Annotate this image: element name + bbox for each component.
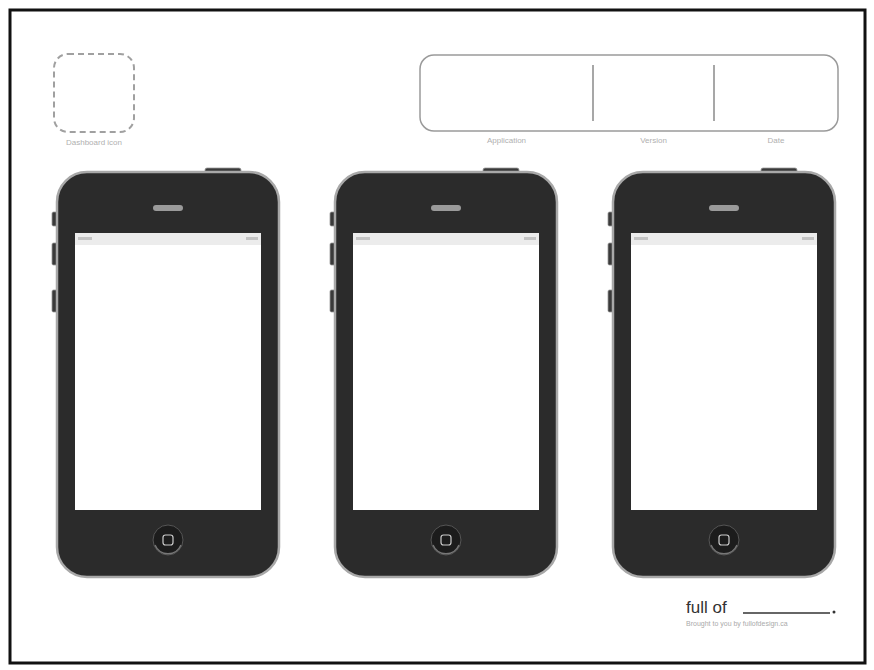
phone-body (57, 172, 279, 577)
iphone-illustration (52, 168, 279, 577)
home-button-shine (711, 545, 737, 554)
status-bar (75, 233, 261, 245)
battery-mark (524, 237, 536, 240)
application-field: Application (420, 55, 593, 131)
dashed-outline (53, 53, 135, 133)
speaker-slot (709, 205, 739, 211)
battery-mark (802, 237, 814, 240)
phone-screen (75, 233, 261, 510)
brand-wordmark: full of (686, 598, 727, 618)
home-button-shine (433, 545, 459, 554)
iphone-illustration (608, 168, 835, 577)
blank-line (743, 612, 830, 614)
phone-screen (631, 233, 817, 510)
field-divider (420, 55, 593, 131)
home-square (441, 535, 451, 545)
field-caption: Version (573, 136, 734, 145)
info-bar (420, 55, 838, 131)
full-stop-dot (833, 611, 836, 614)
divider-line (592, 65, 594, 121)
sheet-border (10, 10, 865, 663)
signal-mark (356, 237, 370, 240)
field-caption: Dashboard icon (33, 138, 155, 147)
home-button (153, 525, 183, 555)
home-button (709, 525, 739, 555)
home-button (431, 525, 461, 555)
version-field: Version (593, 55, 714, 131)
divider-line (713, 65, 715, 121)
battery-mark (246, 237, 258, 240)
phone-body (335, 172, 557, 577)
status-bar (353, 233, 539, 245)
home-square (719, 535, 729, 545)
field-divider (593, 55, 714, 131)
dashed-outline-rect (54, 54, 134, 132)
dashboard-icon-box: Dashboard icon (53, 53, 135, 133)
field-caption: Application (400, 136, 613, 145)
speaker-slot (431, 205, 461, 211)
signal-mark (78, 237, 92, 240)
phone-screen (353, 233, 539, 510)
home-square (163, 535, 173, 545)
speaker-slot (153, 205, 183, 211)
phone-group (52, 168, 835, 577)
iphone-illustration (330, 168, 557, 577)
status-bar (631, 233, 817, 245)
credit-note: Brought to you by fullofdesign.ca (686, 620, 788, 627)
home-button-shine (155, 545, 181, 554)
field-caption: Date (694, 136, 858, 145)
signal-mark (634, 237, 648, 240)
date-field: Date (714, 55, 838, 131)
phone-body (613, 172, 835, 577)
